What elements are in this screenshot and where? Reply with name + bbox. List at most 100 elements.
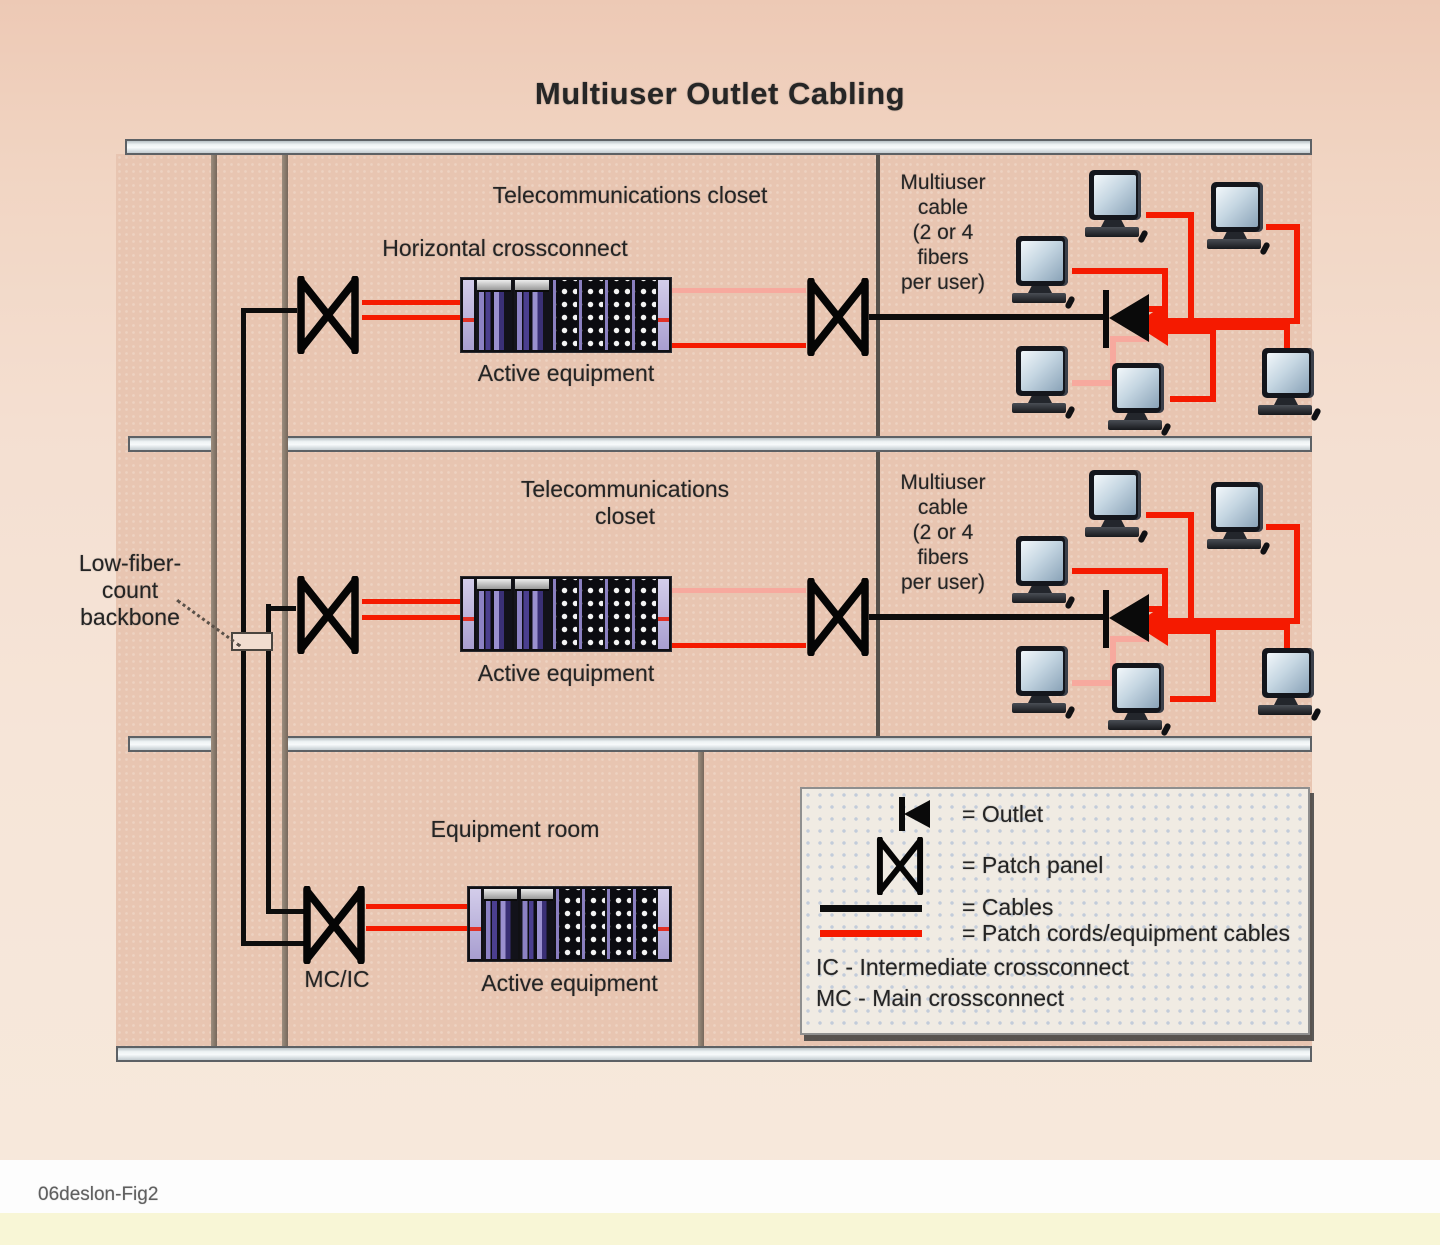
rack-server-module [476, 280, 513, 350]
floor-slab-3-right [283, 736, 1312, 752]
computer-icon [1083, 170, 1149, 244]
computer-icon [1205, 482, 1271, 556]
patch-cord [1266, 524, 1300, 530]
backbone-splice-box [231, 632, 273, 651]
patch-cord-pink [1072, 680, 1116, 686]
computer-icon [1010, 236, 1076, 310]
patch-cord [1188, 212, 1194, 320]
rack-end-cap [470, 889, 481, 959]
mc-backbone-stub-upper [266, 909, 304, 914]
legend-cable-line-icon [820, 905, 922, 912]
floor1-equipment-label: Active equipment [477, 360, 655, 386]
floor-slab-bottom [116, 1046, 1312, 1062]
floor3-patch-cord [366, 904, 468, 909]
computer-icon [1106, 363, 1172, 437]
rack-server-module [483, 889, 518, 959]
computer-icon [1205, 182, 1271, 256]
floor2-backbone-stub [266, 606, 296, 611]
floor1-outlet-side-patch-panel-icon [804, 277, 872, 357]
floor1-patch-cord [362, 315, 462, 320]
legend-patch-panel-icon [874, 836, 926, 900]
computer-icon [1256, 648, 1322, 722]
legend-cables-label: = Cables [962, 894, 1054, 920]
rack-end-cap [463, 280, 474, 350]
floor1-crossconnect-label: Horizontal crossconnect [382, 235, 628, 261]
floor1-equipment-cord-pink [672, 288, 806, 293]
patch-cord [1210, 328, 1216, 402]
floor1-horizontal-crossconnect-patch-panel-icon [294, 275, 362, 355]
rack-port-panel [605, 280, 630, 350]
backbone-cable-a [241, 308, 246, 946]
riser-shaft-wall-right [282, 155, 288, 1046]
floor1-multiuser-cable-line [869, 314, 1109, 320]
patch-cord [1146, 212, 1194, 218]
rack-port-panel [556, 889, 580, 959]
rack-port-panel [578, 280, 604, 350]
equipment-room-wall [698, 752, 704, 1046]
patch-cord [1072, 568, 1168, 574]
patch-cord [1149, 628, 1216, 634]
legend-patch-cords-label: = Patch cords/equipment cables [962, 920, 1290, 946]
rack-port-panel [581, 889, 606, 959]
computer-icon [1256, 348, 1322, 422]
patch-cord [1170, 396, 1216, 402]
floor2-equipment-cord-red [672, 643, 806, 648]
patch-cord [1188, 512, 1194, 620]
rack-port-panel [605, 579, 630, 649]
riser-shaft-wall-left [211, 155, 217, 1046]
mc-backbone-stub-lower [241, 941, 304, 946]
patch-cord [1284, 624, 1290, 654]
floor-slab-2-left [128, 436, 215, 452]
patch-cord-pink [1072, 380, 1116, 386]
patch-cord [1149, 318, 1300, 324]
backbone-label: Low-fiber- count backbone [78, 550, 182, 630]
legend-outlet-label: = Outlet [962, 801, 1044, 827]
floor-slab-top [125, 139, 1312, 155]
legend-ic-abbreviation: IC - Intermediate crossconnect [816, 954, 1130, 980]
rack-port-panel [578, 579, 604, 649]
rack-end-cap [658, 889, 669, 959]
floor3-room-label: Equipment room [430, 816, 600, 842]
rack-port-panel [552, 579, 577, 649]
patch-cord-pink [1110, 636, 1116, 686]
rack-server-module [514, 579, 551, 649]
rack-end-cap [657, 579, 669, 649]
figure-title: Multiuser Outlet Cabling [534, 76, 906, 111]
floor2-outlet-side-patch-panel-icon [804, 577, 872, 657]
rack-end-cap [463, 579, 474, 649]
legend-patch-panel-label: = Patch panel [962, 852, 1104, 878]
legend-patch-cord-line-icon [820, 930, 922, 937]
floor2-equipment-label: Active equipment [477, 660, 655, 686]
floor2-work-area: Multiuser cable (2 or 4 fibers per user) [878, 456, 1322, 738]
floor1-multiuser-cable-label: Multiuser cable (2 or 4 fibers per user) [900, 171, 986, 294]
legend-outlet-icon [899, 797, 905, 831]
rack-server-module [519, 889, 555, 959]
patch-cord [1149, 624, 1290, 630]
floor2-patch-cord [362, 615, 462, 620]
patch-cord [1162, 268, 1168, 312]
floor2-horizontal-crossconnect-patch-panel-icon [294, 575, 362, 655]
rack-port-panel [632, 889, 656, 959]
rack-port-panel [631, 579, 656, 649]
rack-end-cap [657, 280, 669, 350]
work-area-wall-floor2 [876, 452, 880, 736]
patch-cord [1149, 324, 1290, 330]
patch-cord [1149, 618, 1300, 624]
floor1-backbone-stub [241, 308, 297, 313]
computer-icon [1010, 346, 1076, 420]
patch-cord [1266, 224, 1300, 230]
patch-cord-pink [1110, 336, 1116, 386]
multiuser-outlet-icon [1109, 294, 1149, 342]
patch-cord [1149, 328, 1216, 334]
floor2-patch-cord [362, 599, 462, 604]
floor-slab-2-right [283, 436, 1312, 452]
floor-slab-3-left [128, 736, 215, 752]
patch-cord [1170, 696, 1216, 702]
patch-cord [1162, 568, 1168, 612]
rack-port-panel [631, 280, 656, 350]
computer-icon [1010, 536, 1076, 610]
legend-box: = Outlet = Patch panel = Cables = Patch … [800, 787, 1310, 1035]
patch-cord [1294, 524, 1300, 624]
floor3-equipment-label: Active equipment [481, 970, 658, 996]
floor1-equipment-cord-red [672, 343, 806, 348]
